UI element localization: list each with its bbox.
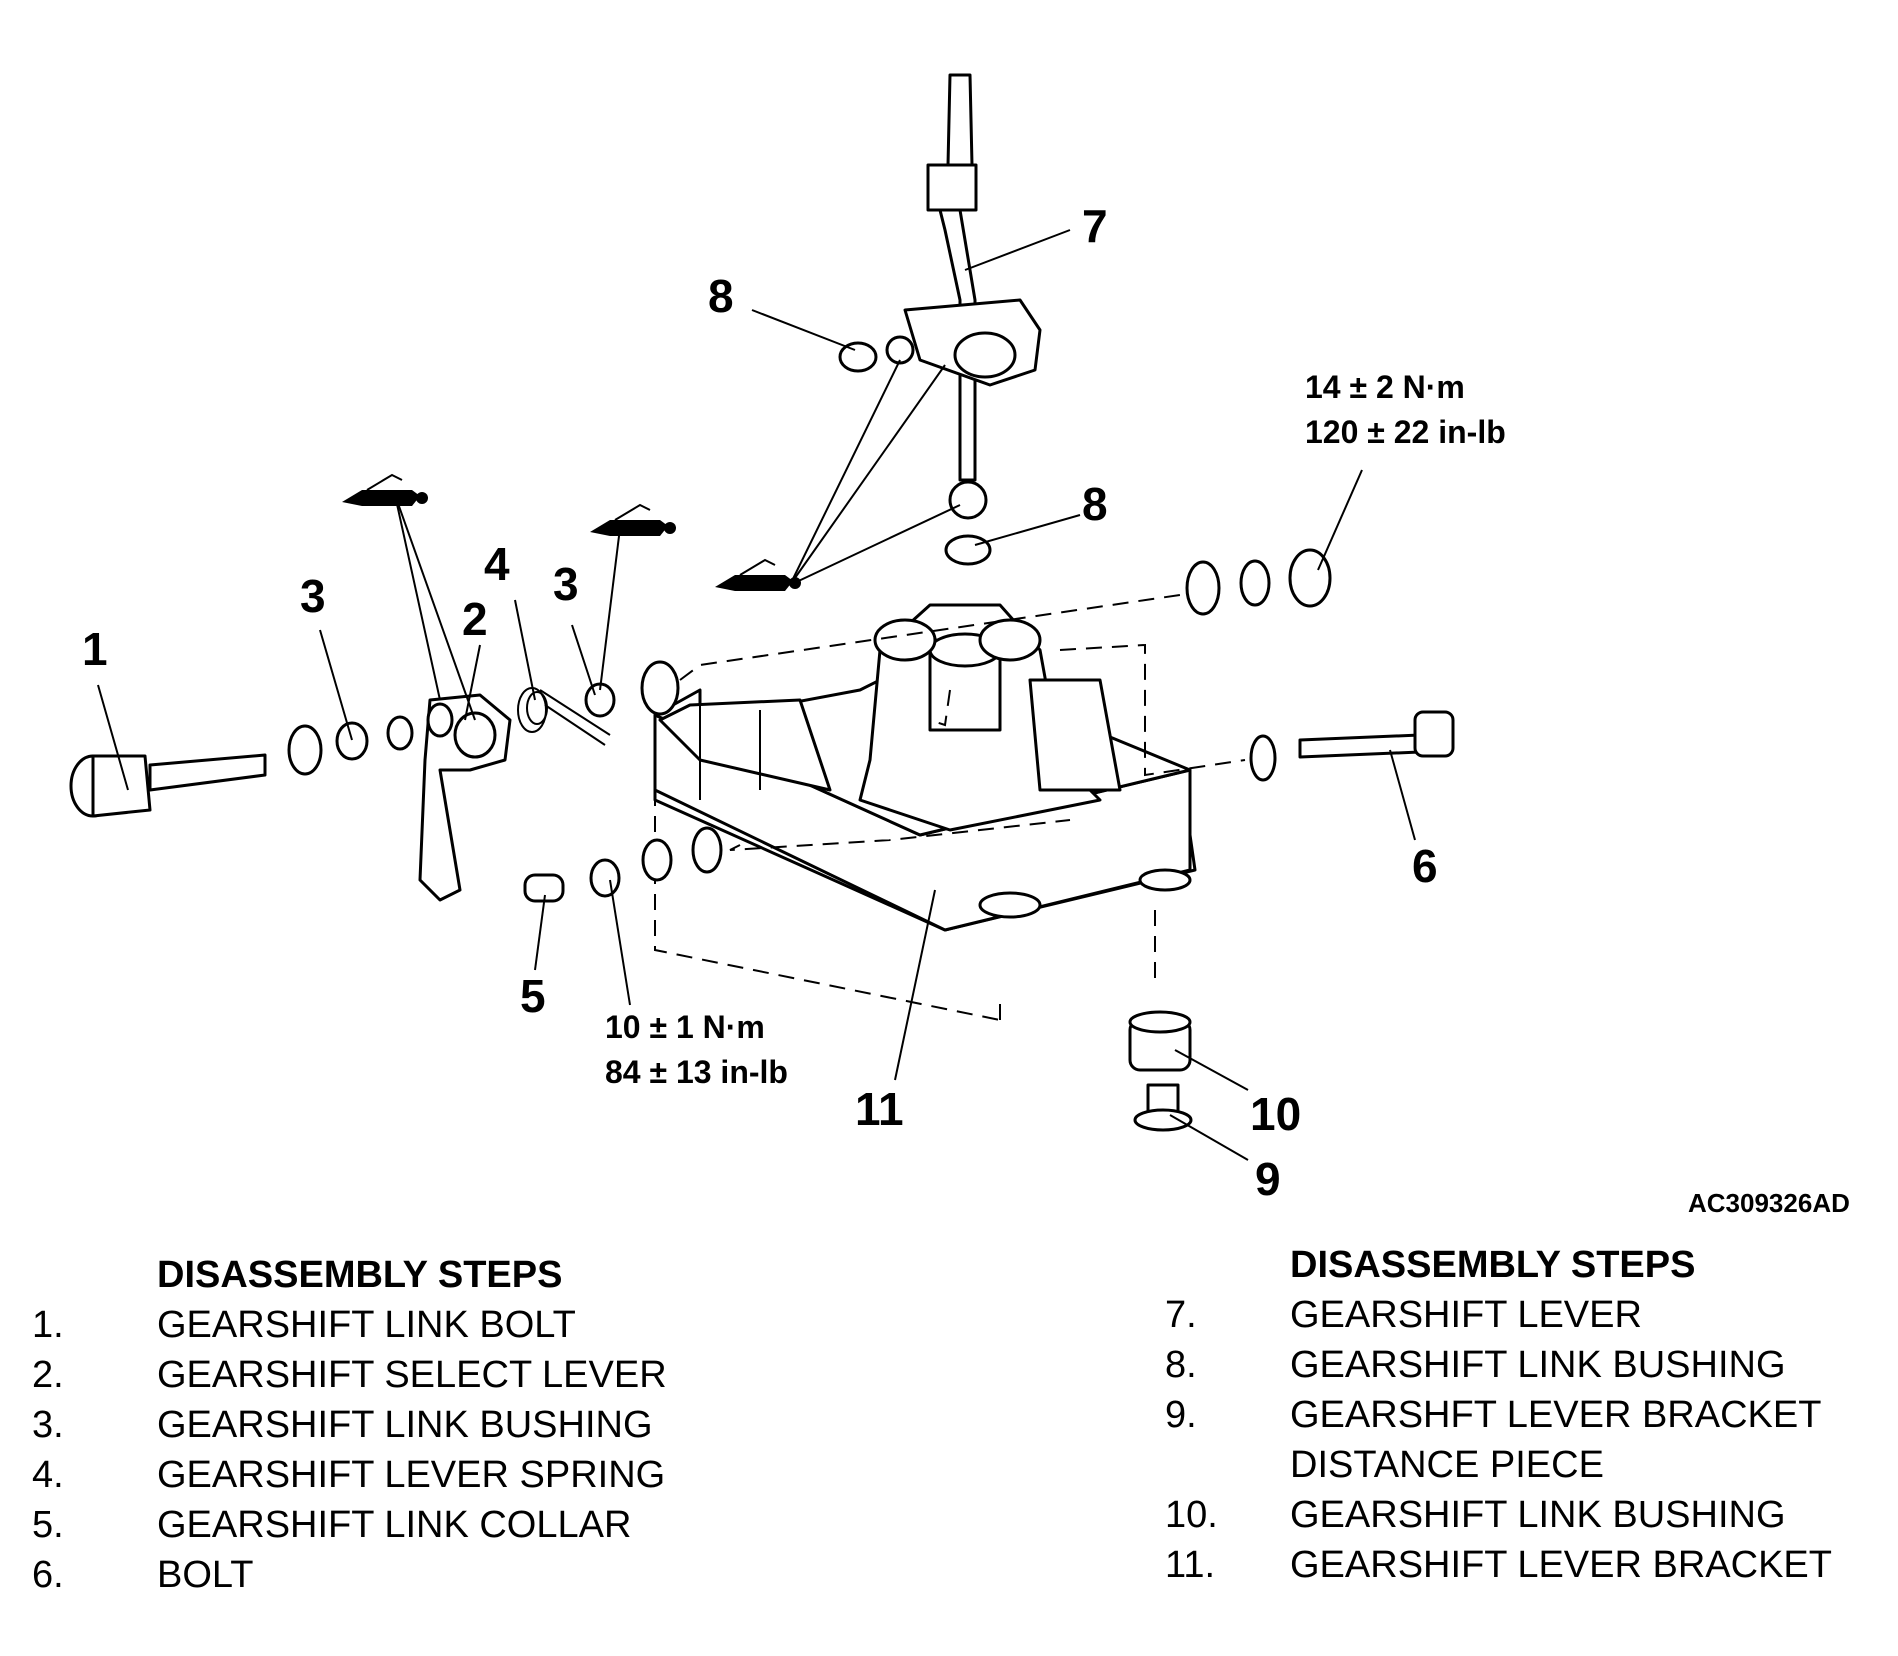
callout-3-right: 3 — [553, 558, 579, 610]
exploded-view-diagram: 1 2 3 3 4 5 6 7 8 8 9 10 11 14 ± 2 N·m 1… — [69, 73, 1850, 1218]
figure-code: AC309326AD — [1688, 1188, 1850, 1218]
step-number: 11. — [1165, 1544, 1216, 1586]
callout-10: 10 — [1250, 1088, 1301, 1140]
step-row: 10. GEARSHIFT LINK BUSHING — [1165, 1490, 1895, 1540]
callout-4: 4 — [484, 538, 510, 590]
callout-7: 7 — [1082, 200, 1108, 252]
step-number: 5. — [32, 1504, 64, 1546]
step-row: 4. GEARSHIFT LEVER SPRING — [32, 1450, 852, 1500]
step-label: GEARSHIFT LINK BUSHING — [1290, 1494, 1786, 1536]
step-row: DISTANCE PIECE — [1165, 1440, 1895, 1490]
gearshift-select-lever-drawing — [418, 693, 512, 902]
step-label: GEARSHIFT LEVER BRACKET — [1290, 1544, 1832, 1586]
grease-gun-icon — [715, 558, 801, 591]
step-label: GEARSHIFT SELECT LEVER — [157, 1354, 667, 1396]
step-row: 8. GEARSHIFT LINK BUSHING — [1165, 1340, 1895, 1390]
step-label: GEARSHIFT LINK BUSHING — [1290, 1344, 1786, 1386]
callout-8-upper: 8 — [708, 270, 734, 322]
step-number: 2. — [32, 1354, 64, 1396]
step-label: GEARSHIFT LEVER SPRING — [157, 1454, 666, 1496]
gearshift-lever-bracket-drawing — [653, 603, 1197, 932]
step-number: 9. — [1165, 1394, 1197, 1436]
step-row: 2. GEARSHIFT SELECT LEVER — [32, 1350, 852, 1400]
step-row: 5. GEARSHIFT LINK COLLAR — [32, 1500, 852, 1550]
step-number: 8. — [1165, 1344, 1197, 1386]
step-label: GEARSHIFT LINK BOLT — [157, 1304, 576, 1346]
step-label: GEARSHIFT LINK COLLAR — [157, 1504, 632, 1546]
torque-upper-line2: 120 ± 22 in-lb — [1305, 414, 1506, 450]
steps-heading: DISASSEMBLY STEPS — [157, 1254, 563, 1296]
bracket-bushing-drawing — [1128, 1010, 1192, 1072]
callout-5: 5 — [520, 970, 546, 1022]
gearshift-lever-spring-drawing — [517, 687, 611, 746]
step-label: BOLT — [157, 1554, 254, 1596]
step-number: 7. — [1165, 1294, 1197, 1336]
step-number — [1165, 1440, 1290, 1490]
link-washers-drawing — [287, 715, 414, 776]
callout-8-lower: 8 — [1082, 478, 1108, 530]
step-label: DISTANCE PIECE — [1290, 1444, 1604, 1486]
step-number: 3. — [32, 1404, 64, 1446]
bolt-drawing — [1249, 710, 1455, 782]
step-number: 6. — [32, 1554, 64, 1596]
lever-washer — [640, 660, 680, 716]
washer-nut-stack-drawing — [1185, 548, 1332, 616]
step-row: 6. BOLT — [32, 1550, 852, 1600]
steps-heading: DISASSEMBLY STEPS — [1290, 1244, 1696, 1286]
disassembly-steps-right: DISASSEMBLY STEPS 7. GEARSHIFT LEVER 8. GE… — [1165, 1240, 1895, 1590]
leader-lines — [97, 229, 1416, 1161]
step-row: 11. GEARSHIFT LEVER BRACKET — [1165, 1540, 1895, 1590]
step-row: 1. GEARSHIFT LINK BOLT — [32, 1300, 852, 1350]
torque-lower-line1: 10 ± 1 N·m — [605, 1009, 765, 1045]
torque-upper-line1: 14 ± 2 N·m — [1305, 369, 1465, 405]
step-label: GEARSHFT LEVER BRACKET — [1290, 1394, 1822, 1436]
step-row: 3. GEARSHIFT LINK BUSHING — [32, 1400, 852, 1450]
gearshift-lever-drawing — [885, 73, 1042, 520]
step-label: GEARSHIFT LINK BUSHING — [157, 1404, 653, 1446]
torque-lower-line2: 84 ± 13 in-lb — [605, 1054, 788, 1090]
step-label: GEARSHIFT LEVER — [1290, 1294, 1642, 1336]
step-row: 9. GEARSHFT LEVER BRACKET — [1165, 1390, 1895, 1440]
callout-9: 9 — [1255, 1153, 1281, 1205]
step-number: 4. — [32, 1454, 64, 1496]
callout-6: 6 — [1412, 840, 1438, 892]
callout-3-left: 3 — [300, 570, 326, 622]
step-number: 10. — [1165, 1494, 1218, 1536]
distance-piece-drawing — [1133, 1083, 1193, 1132]
gearshift-link-bolt-drawing — [69, 753, 267, 818]
step-row: 7. GEARSHIFT LEVER — [1165, 1290, 1895, 1340]
grease-gun-icon — [342, 473, 428, 506]
gearshift-link-collar-drawing — [523, 826, 723, 903]
grease-gun-icon — [590, 503, 676, 536]
disassembly-steps-left: DISASSEMBLY STEPS 1.GEARSHIFT LINK BOLT … — [32, 1250, 852, 1600]
callout-1: 1 — [82, 623, 108, 675]
callout-11: 11 — [855, 1083, 904, 1135]
callout-2: 2 — [462, 593, 488, 645]
step-number: 1. — [32, 1304, 64, 1346]
gearshift-link-bushing-drawings — [838, 341, 992, 566]
